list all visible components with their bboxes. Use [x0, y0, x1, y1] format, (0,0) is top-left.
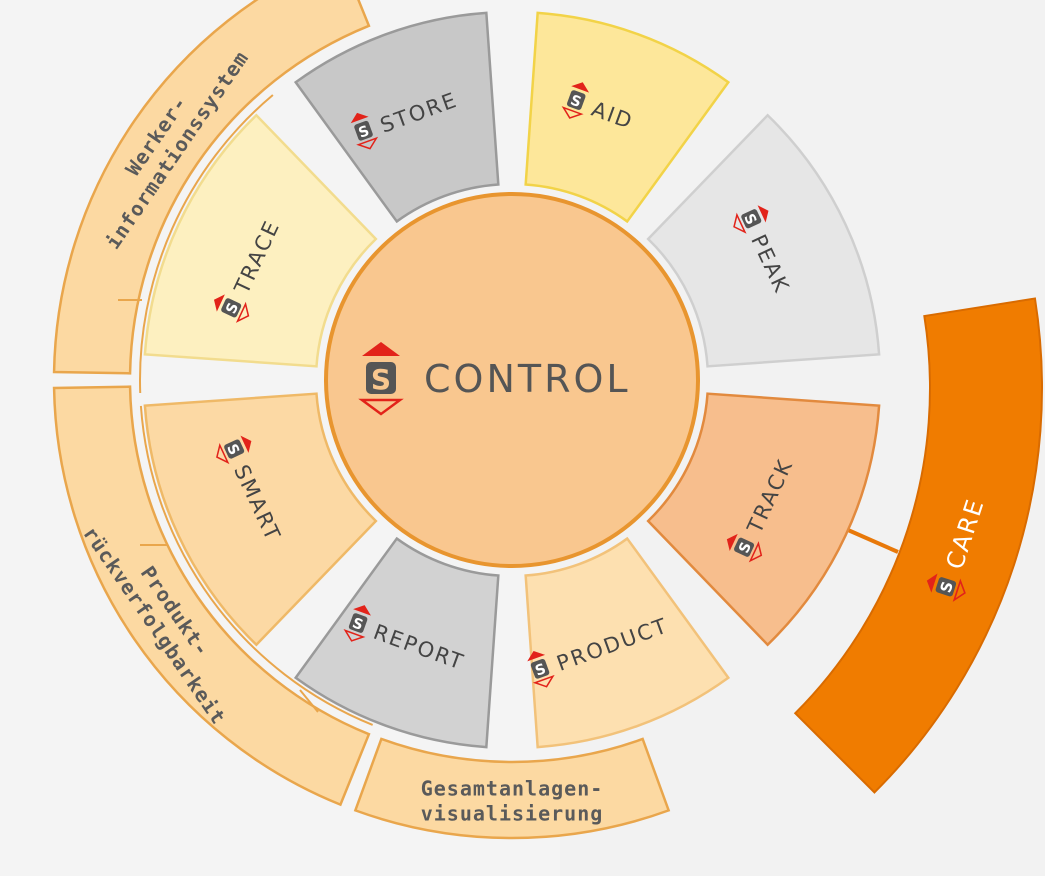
module-report-segment — [293, 536, 500, 749]
category-gesamt-segment — [353, 737, 671, 840]
module-smart-segment — [143, 392, 378, 647]
module-trace-logo-icon: S — [213, 294, 250, 323]
care-logo-icon: S — [926, 573, 966, 602]
module-peak-logo-icon: S — [733, 205, 769, 234]
connector-arc-2 — [139, 405, 374, 726]
center-title: CONTROL — [424, 357, 631, 401]
module-aid-logo-icon: S — [561, 82, 590, 119]
connector-arc — [139, 94, 274, 394]
module-track-logo-icon: S — [726, 533, 763, 563]
module-aid-segment — [524, 11, 731, 224]
category-produkt-segment — [52, 385, 371, 807]
module-peak-segment — [646, 113, 881, 368]
category-gesamt[interactable]: Gesamtanlagen-visualisierung — [353, 737, 671, 840]
center-logo-icon: S — [358, 342, 404, 416]
care-connector — [847, 528, 899, 554]
module-store-logo-icon: S — [350, 112, 379, 150]
module-store-segment — [293, 11, 500, 224]
module-report-logo-icon: S — [343, 605, 371, 642]
module-track-segment — [646, 392, 881, 647]
center-disc — [324, 192, 700, 568]
category-gesamt-line-0: Gesamtanlagen- — [421, 777, 604, 801]
connector-line — [299, 689, 319, 713]
svg-text:S: S — [937, 579, 957, 595]
module-product-logo-icon: S — [527, 650, 555, 688]
category-gesamt-line-1: visualisierung — [421, 802, 604, 826]
category-werker-segment — [52, 0, 371, 375]
svg-text:S: S — [371, 363, 391, 396]
care-segment — [793, 297, 1043, 794]
center-circle[interactable]: S CONTROL — [324, 192, 700, 568]
module-product-segment — [524, 536, 731, 749]
module-trace-segment — [143, 113, 378, 368]
module-smart-logo-icon: S — [216, 435, 252, 465]
connector-lines — [118, 94, 899, 726]
